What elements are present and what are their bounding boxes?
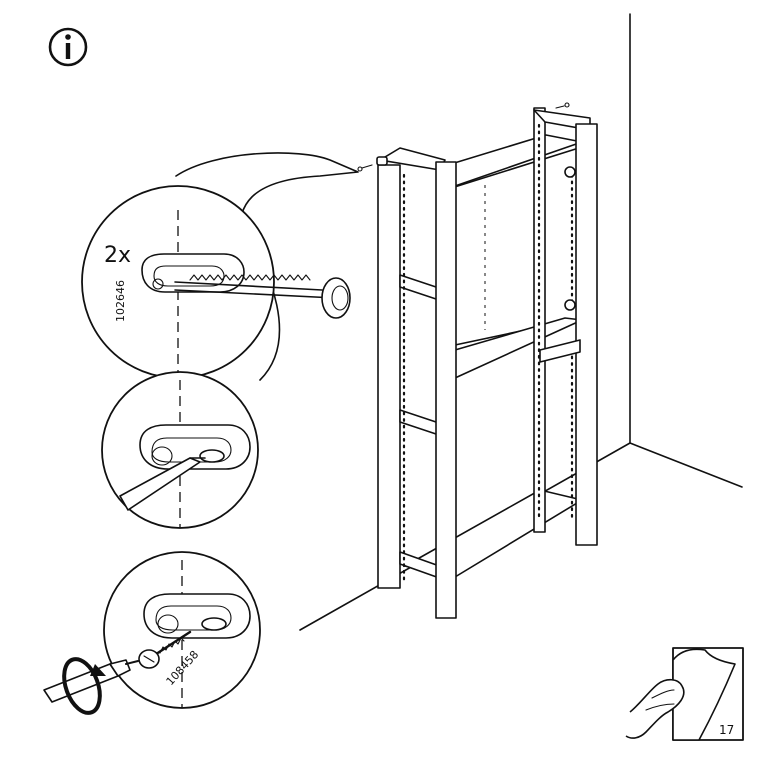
callout-detail-1: 2x 102646: [81, 152, 359, 381]
info-icon: [48, 27, 88, 67]
page-number: 17: [719, 723, 734, 737]
turn-page-icon[interactable]: [625, 647, 744, 741]
callout-detail-2: [101, 371, 259, 529]
screwdriver-icon: [43, 657, 139, 715]
quantity-label: 2x: [104, 243, 131, 268]
callout-detail-3: 108458: [103, 551, 261, 709]
bookcase: [357, 102, 598, 619]
part-number-plug: 102646: [114, 280, 127, 322]
